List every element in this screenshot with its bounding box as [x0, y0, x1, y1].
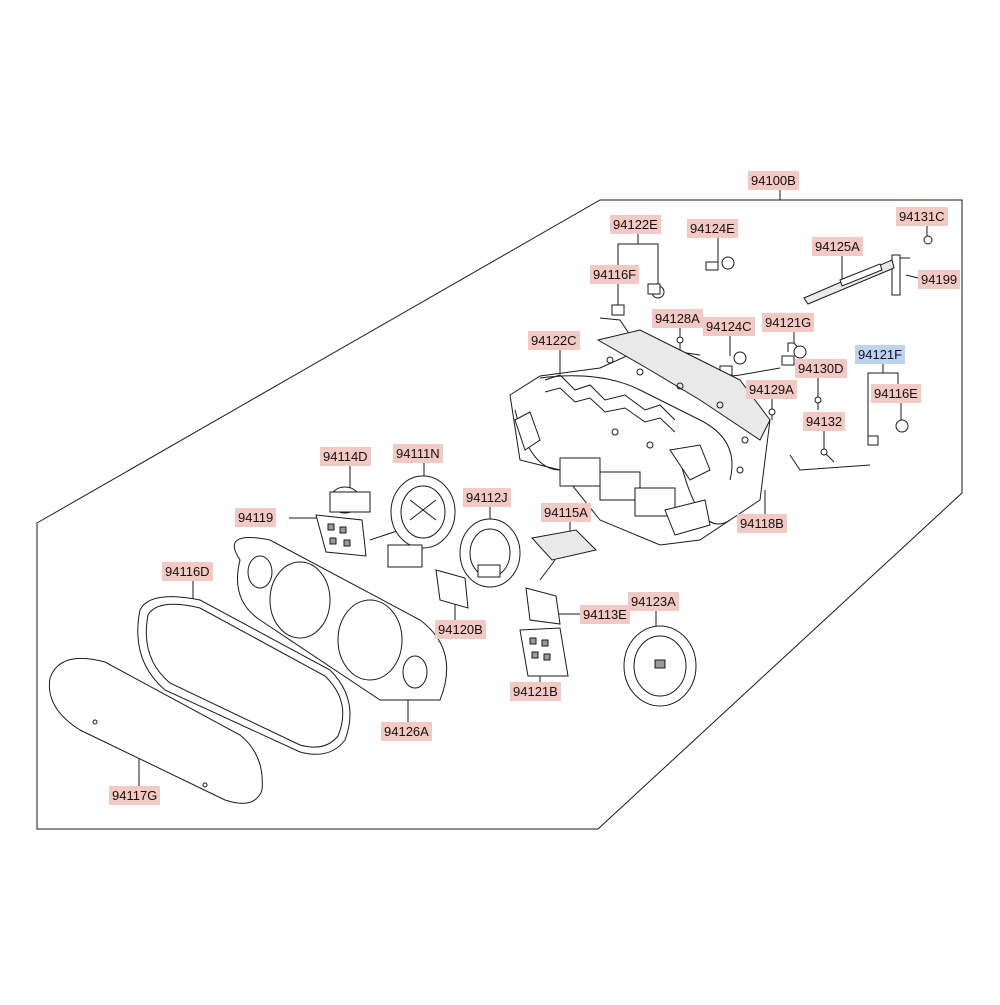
fuel-gauge	[329, 486, 401, 541]
meter-glass	[48, 657, 263, 804]
label-94116D[interactable]: 94116D	[162, 562, 213, 581]
assembly-boundary	[36, 199, 963, 830]
label-94130D[interactable]: 94130D	[795, 359, 847, 378]
electronic-module	[531, 529, 597, 581]
label-94117G[interactable]: 94117G	[109, 786, 161, 805]
glass-frame	[137, 596, 351, 755]
label-94128A[interactable]: 94128A	[652, 309, 703, 328]
label-94121B[interactable]: 94121B	[510, 682, 561, 701]
label-94122E[interactable]: 94122E	[610, 215, 661, 234]
secondary-dial	[623, 625, 697, 707]
label-94121G[interactable]: 94121G	[762, 313, 815, 332]
label-94124E[interactable]: 94124E	[687, 219, 738, 238]
label-94199[interactable]: 94199	[918, 270, 961, 289]
label-94125A[interactable]: 94125A	[812, 237, 863, 256]
label-94131C[interactable]: 94131C	[896, 207, 948, 226]
label-94112J[interactable]: 94112J	[463, 488, 511, 507]
label-94132[interactable]: 94132	[803, 412, 846, 431]
label-94119[interactable]: 94119	[235, 508, 277, 527]
label-94115A[interactable]: 94115A	[541, 503, 591, 522]
meter-bezel	[233, 537, 448, 701]
label-94100B[interactable]: 94100B	[748, 171, 799, 190]
label-94126A[interactable]: 94126A	[381, 722, 432, 741]
warning-panels	[315, 514, 469, 609]
label-94118B[interactable]: 94118B	[737, 514, 787, 533]
label-94114D[interactable]: 94114D	[320, 447, 371, 466]
indicator-assembly	[519, 587, 569, 677]
label-94116F[interactable]: 94116F	[590, 265, 640, 284]
speedometer-dial	[387, 475, 456, 568]
label-94111N[interactable]: 94111N	[393, 444, 443, 463]
label-94121F[interactable]: 94121F	[855, 345, 906, 364]
label-94116E[interactable]: 94116E	[871, 384, 921, 403]
label-94122C[interactable]: 94122C	[528, 331, 580, 350]
label-94129A[interactable]: 94129A	[746, 380, 797, 399]
label-94113E[interactable]: 94113E	[580, 605, 630, 624]
label-94124C[interactable]: 94124C	[703, 317, 755, 336]
label-94120B[interactable]: 94120B	[435, 620, 486, 639]
meter-housing	[509, 329, 771, 546]
label-94123A[interactable]: 94123A	[628, 592, 679, 611]
tachometer-dial	[459, 518, 521, 588]
